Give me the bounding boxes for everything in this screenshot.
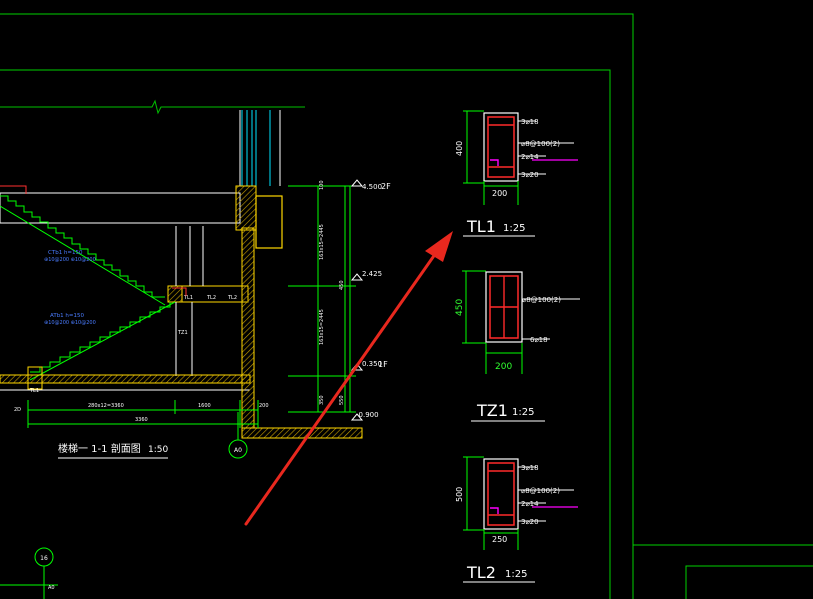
dim-label: 1600 xyxy=(198,403,211,409)
small-tag: A0 xyxy=(48,585,55,591)
tl1-note-side: 2⌀14 xyxy=(521,153,539,161)
level-floor2-tag: 2F xyxy=(381,182,391,191)
level-markers xyxy=(350,179,364,421)
tl2-width-label: 250 xyxy=(492,535,507,544)
tz1-title: TZ1 xyxy=(476,401,508,420)
axis-label-a: A0 xyxy=(234,447,242,454)
outer-frame-line xyxy=(0,13,634,599)
sheet-border xyxy=(0,13,813,599)
tl1-height-label: 400 xyxy=(455,141,464,156)
axis-label-b: 16 xyxy=(40,555,48,562)
tl2-note-side: 2⌀14 xyxy=(521,500,539,508)
section-title: 楼梯一 1-1 剖面图 xyxy=(58,442,141,455)
dim-label: 200 xyxy=(259,403,269,409)
tl2-scale: 1:25 xyxy=(505,569,527,580)
stair-section-view: 4.500 2F 2.425 0.350 1F -0.900 100 163x1… xyxy=(0,99,391,599)
member-tag: TL1 xyxy=(29,388,39,394)
tl2-title: TL2 xyxy=(466,563,496,582)
detail-tz1: 450 ⌀8@100(2) 6⌀18 200 TZ1 1:25 xyxy=(455,270,580,422)
tl1-note-stirrup: ⌀8@100(2) xyxy=(521,140,560,148)
inner-frame-line xyxy=(0,69,611,599)
level-floor2: 4.500 xyxy=(362,183,382,191)
dim-label: 163x15=2445 xyxy=(319,224,325,260)
tl2-note-bottom: 3⌀20 xyxy=(521,518,539,526)
upper-flight-soffit xyxy=(0,205,166,306)
tl2-section-outline xyxy=(483,458,519,530)
tl1-stirrup xyxy=(487,116,515,178)
tl2-link xyxy=(490,507,499,514)
mid-landing xyxy=(167,226,249,376)
ground-slab xyxy=(0,366,251,391)
tl2-stirrup xyxy=(487,462,515,526)
tl1-note-top: 3⌀18 xyxy=(521,118,539,126)
small-tag: 2D xyxy=(14,407,21,413)
window-lines xyxy=(241,110,271,186)
right-wall xyxy=(241,227,363,439)
dim-label: 163x15=2445 xyxy=(319,309,325,345)
title-block-cell xyxy=(685,565,813,599)
detail-tl2: 500 3⌀18 ⌀8@100(2) 2⌀14 3⌀20 250 TL2 1:2… xyxy=(455,456,578,583)
tl1-width-label: 200 xyxy=(492,189,507,198)
break-line xyxy=(0,99,305,115)
tl2-height-label: 500 xyxy=(455,487,464,502)
tz1-scale: 1:25 xyxy=(512,407,534,418)
elevation-dims xyxy=(288,185,356,413)
flight-note-lower-rebar: ⊕10@200 ⊕10@200 xyxy=(44,320,96,326)
vertical-dim-labels: 100 163x15=2445 450 163x15=2445 350 550 xyxy=(319,180,345,405)
member-tag: TL1 xyxy=(183,295,193,301)
section-scale: 1:50 xyxy=(148,445,168,455)
tl2-note-stirrup: ⌀8@100(2) xyxy=(521,487,560,495)
member-tag: TL2 xyxy=(227,295,237,301)
flight-note-upper: CTb1 h=150 xyxy=(48,250,83,256)
axis-bubble-a xyxy=(228,439,248,459)
tl1-section-outline xyxy=(483,112,519,182)
member-tag: TL2 xyxy=(206,295,216,301)
tl1-note-bottom: 3⌀20 xyxy=(521,171,539,179)
tz1-height-label: 450 xyxy=(455,299,465,316)
level-landing: 2.425 xyxy=(362,270,382,278)
arrow-head-icon xyxy=(425,231,453,262)
tl1-link xyxy=(490,159,499,166)
lower-flight-soffit xyxy=(29,301,176,381)
upper-slab xyxy=(0,185,283,249)
member-tag: TZ1 xyxy=(177,330,188,336)
dim-label: 3360 xyxy=(135,417,148,423)
tz1-section-outline xyxy=(485,271,523,343)
annotation-arrow xyxy=(244,231,453,526)
tl2-note-top: 3⌀18 xyxy=(521,464,539,472)
tl1-title: TL1 xyxy=(466,217,496,236)
detail-tl1: 400 3⌀18 ⌀8@100(2) 2⌀14 3⌀20 200 TL1 1:2… xyxy=(455,110,578,237)
level-ground: -0.900 xyxy=(356,411,379,419)
axis-bubble-b xyxy=(34,547,54,567)
wall-lines xyxy=(239,110,281,186)
dim-label: 450 xyxy=(339,280,345,290)
dim-label: 280x12=3360 xyxy=(88,403,124,409)
tl1-scale: 1:25 xyxy=(503,223,525,234)
level-floor1-tag: 1F xyxy=(378,360,388,369)
tz1-width-label: 200 xyxy=(495,362,512,372)
flight-note-upper-rebar: ⊕10@200 ⊕10@200 xyxy=(44,257,96,263)
flight-note-lower: ATb1 h=150 xyxy=(50,313,85,319)
tz1-note-stirrup: ⌀8@100(2) xyxy=(522,296,561,304)
dim-label: 350 xyxy=(319,395,325,405)
dim-label: 100 xyxy=(319,180,325,190)
tz1-note-main: 6⌀18 xyxy=(530,336,548,344)
upper-flight xyxy=(0,195,165,298)
arrow-shaft xyxy=(244,248,440,526)
horizontal-dims xyxy=(27,400,259,428)
level-floor1: 0.350 xyxy=(362,360,382,368)
railing-marks xyxy=(0,185,187,296)
dim-label: 550 xyxy=(339,395,345,405)
